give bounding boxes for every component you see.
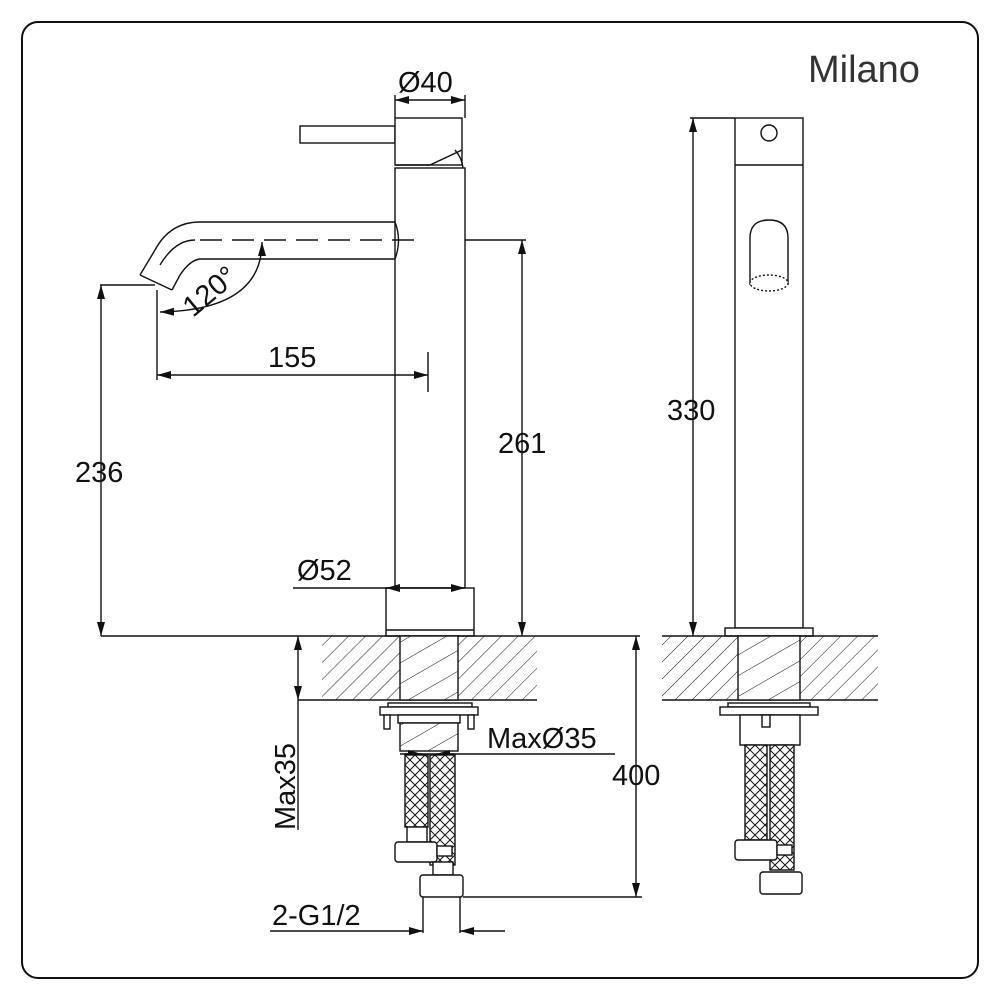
dim-handle-diameter: Ø40 [398, 67, 453, 99]
spout [139, 221, 420, 291]
dim-reach: 155 [268, 342, 316, 374]
dim-hose-length: 400 [612, 760, 660, 792]
drawing-frame [21, 21, 979, 979]
dim-spout-height: 236 [75, 457, 123, 489]
dim-max-counter-thickness: Max35 [270, 743, 302, 830]
faucet-body-front [734, 117, 804, 629]
brand-logo: Milano [808, 49, 920, 91]
dim-connection: 2-G1/2 [272, 900, 361, 932]
handle-hole [760, 124, 778, 142]
front-view: 330 [662, 117, 878, 895]
side-view: Ø40 120° 155 236 261 Ø52 Max35 [75, 67, 660, 935]
spout-outlet [749, 219, 789, 285]
supply-hoses [394, 754, 464, 898]
handle [299, 117, 464, 169]
dim-angle: 120° [177, 260, 244, 323]
dim-max-hole-diameter: MaxØ35 [487, 723, 597, 755]
dim-outlet-height: 261 [498, 428, 546, 460]
dim-base-diameter: Ø52 [297, 555, 352, 587]
base [385, 587, 475, 637]
faucet-body [394, 167, 466, 589]
dim-total-height: 330 [667, 395, 715, 427]
